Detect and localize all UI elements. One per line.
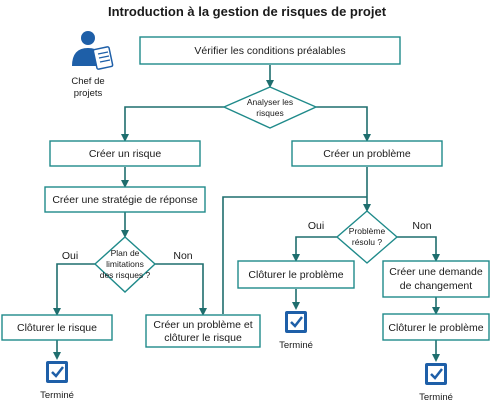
- done-label-1: Terminé: [40, 390, 74, 401]
- connector-resolved-no: [397, 236, 440, 262]
- node-close-problem-1-label: Clôturer le problème: [248, 269, 343, 281]
- checkbox-icon: [283, 309, 309, 335]
- node-create-problem-close-risk: Créer un problème et clôturer le risque: [145, 314, 261, 348]
- branch-label-yes-left: Oui: [62, 250, 78, 262]
- branch-label-no-right: Non: [412, 220, 431, 232]
- node-create-strategy-label: Créer une stratégie de réponse: [52, 194, 197, 206]
- node-analyze: Analyser les risques: [222, 86, 318, 129]
- node-close-problem-2-label: Clôturer le problème: [388, 322, 483, 334]
- node-change-request: Créer une demande de changement: [382, 260, 490, 298]
- node-mitigation-plan-label-line2: limitations: [106, 259, 144, 269]
- connector-analyze-create-problem: [316, 106, 371, 142]
- connector-plan-yes: [53, 263, 95, 316]
- node-create-problem-close-risk-label-line1: Créer un problème et: [153, 319, 252, 331]
- node-change-request-label-line2: de changement: [400, 280, 472, 292]
- node-close-risk: Clôturer le risque: [1, 314, 113, 341]
- connector-analyze-create-risk: [121, 106, 224, 142]
- node-verify-label: Vérifier les conditions préalables: [194, 45, 345, 57]
- connector-resolved-yes: [292, 236, 337, 262]
- node-verify: Vérifier les conditions préalables: [139, 36, 401, 65]
- checkbox-icon: [423, 361, 449, 387]
- node-create-problem-close-risk-label-line2: clôturer le risque: [164, 332, 242, 344]
- user-clipboard-icon: [72, 31, 114, 70]
- node-create-problem-label: Créer un problème: [323, 148, 411, 160]
- node-problem-resolved-label-line1: Problème: [349, 226, 386, 236]
- node-create-problem: Créer un problème: [291, 140, 443, 167]
- node-close-problem-1: Clôturer le problème: [237, 260, 355, 289]
- connector-plan-no: [155, 263, 207, 316]
- node-change-request-label-line1: Créer une demande: [389, 266, 483, 278]
- diagram-title: Introduction à la gestion de risques de …: [108, 4, 387, 19]
- node-problem-resolved: Problème résolu ?: [335, 210, 399, 264]
- branch-label-yes-right: Oui: [308, 220, 324, 232]
- actor-label-line2: projets: [74, 88, 103, 99]
- actor-label-line1: Chef de: [71, 76, 104, 87]
- node-problem-resolved-label-line2: résolu ?: [352, 237, 383, 247]
- checkbox-icon: [44, 359, 70, 385]
- node-analyze-label-line1: Analyser les: [247, 97, 293, 107]
- node-close-risk-label: Clôturer le risque: [17, 322, 97, 334]
- done-label-2: Terminé: [279, 340, 313, 351]
- node-create-risk: Créer un risque: [49, 140, 201, 167]
- branch-label-no-left: Non: [173, 250, 192, 262]
- node-mitigation-plan-label-line3: des risques ?: [100, 270, 151, 280]
- node-create-risk-label: Créer un risque: [89, 148, 162, 160]
- node-mitigation-plan: Plan de limitations des risques ?: [93, 236, 157, 293]
- done-label-3: Terminé: [419, 392, 453, 403]
- node-close-problem-2: Clôturer le problème: [382, 313, 490, 341]
- node-create-strategy: Créer une stratégie de réponse: [44, 186, 206, 213]
- connector-return-to-resolved: [222, 196, 367, 314]
- node-analyze-label-line2: risques: [256, 108, 283, 118]
- node-mitigation-plan-label-line1: Plan de: [111, 248, 140, 258]
